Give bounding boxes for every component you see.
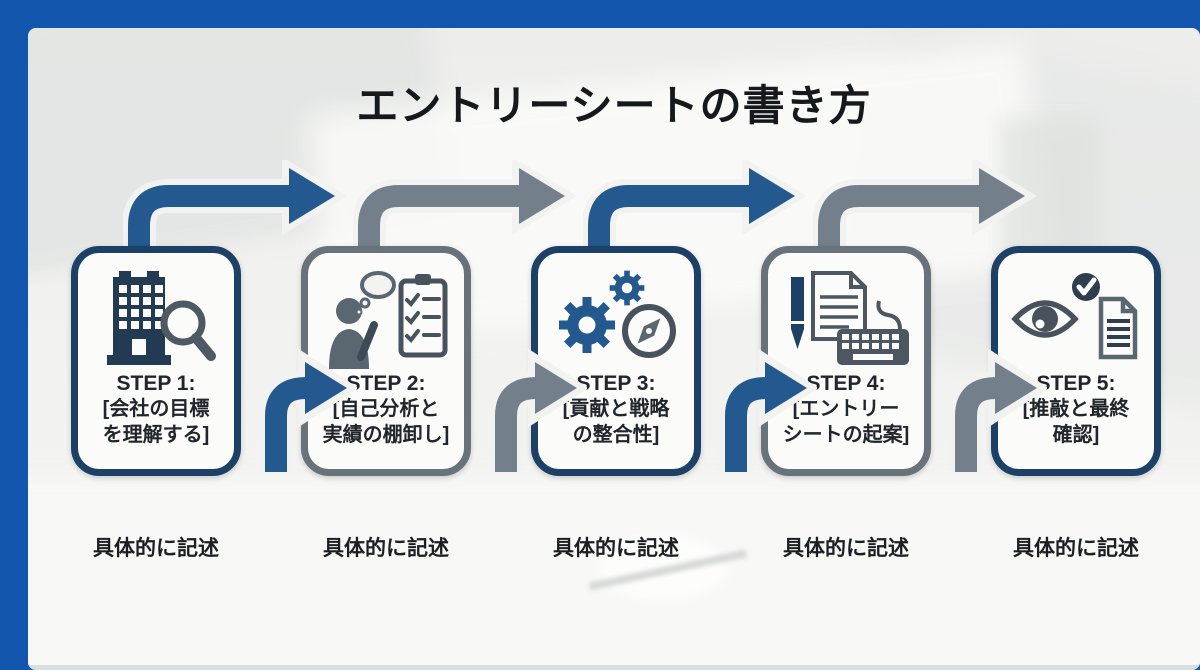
step-label: STEP 1: [116, 372, 196, 395]
flow-arrow-top-2 [353, 160, 577, 256]
flow-arrow-mid-4 [949, 348, 1047, 472]
slide-canvas: エントリーシートの書き方 [28, 28, 1200, 670]
flow-arrow-top-4 [813, 160, 1037, 256]
step-note-4: 具体的に記述 [783, 537, 909, 560]
step-text-line: シートの起案] [782, 423, 910, 446]
backdrop-shape [28, 480, 1200, 670]
building-search-icon [78, 269, 234, 369]
step-note-5: 具体的に記述 [1013, 537, 1139, 560]
step-text-line: 確認] [1052, 423, 1100, 446]
flow-arrow-top-3 [583, 160, 807, 256]
page-title: エントリーシートの書き方 [356, 82, 872, 129]
step-label: STEP 3: [576, 372, 656, 395]
backdrop-desk-edge [28, 665, 1200, 670]
step-card-1: STEP 1: [会社の目標 を理解する] [71, 246, 241, 476]
step-note-1: 具体的に記述 [93, 537, 219, 560]
flow-arrow-mid-3 [719, 348, 817, 472]
step-text-line: を理解する] [102, 423, 210, 446]
flow-arrow-mid-1 [259, 348, 357, 472]
step-text-line: の整合性] [572, 423, 660, 446]
step-text-line: [貢献と戦略 [562, 398, 670, 421]
step-note-3: 具体的に記述 [553, 537, 679, 560]
flow-arrow-top-1 [123, 160, 347, 256]
step-label: STEP 2: [346, 372, 426, 395]
step-note-2: 具体的に記述 [323, 537, 449, 560]
step-text-line: [自己分析と [332, 398, 440, 421]
flow-arrow-mid-2 [489, 348, 587, 472]
step-text-line: 実績の棚卸し] [322, 423, 450, 446]
step-text-line: [会社の目標 [102, 398, 210, 421]
